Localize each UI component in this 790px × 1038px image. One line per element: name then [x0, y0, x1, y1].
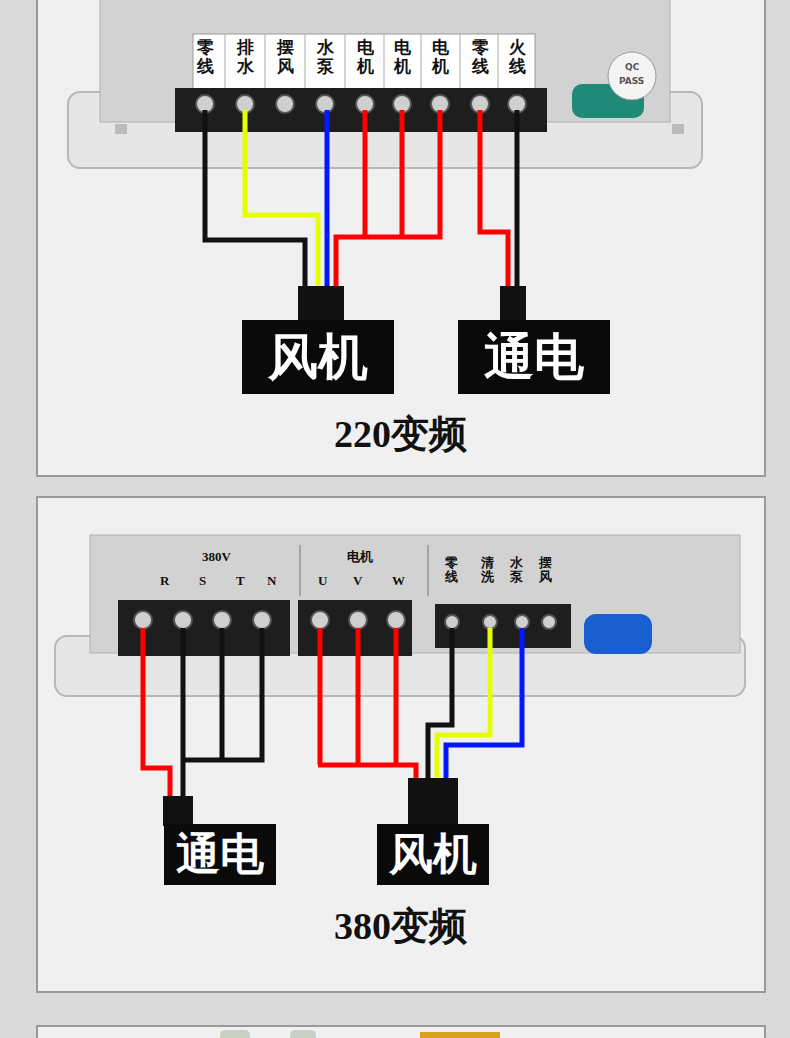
- panel-caption: 220变频: [334, 414, 467, 456]
- box-label: 风机: [268, 327, 368, 387]
- terminal-name: 电机: [347, 550, 373, 564]
- terminal-label: 清洗: [481, 556, 494, 585]
- terminal-name: PASS: [619, 77, 644, 87]
- terminal-label: 零线: [445, 556, 458, 585]
- box-label: 通电: [484, 327, 584, 387]
- terminal-name: W: [392, 574, 405, 588]
- terminal-label: 水泵: [317, 39, 334, 76]
- terminal-name: S: [199, 574, 206, 588]
- panel-caption: 380变频: [334, 906, 467, 948]
- terminal-label: 摆风: [277, 39, 294, 76]
- terminal-name: U: [318, 574, 327, 588]
- terminal-label: 电机: [432, 39, 449, 76]
- terminal-box: 通电: [164, 824, 276, 885]
- terminal-name: R: [160, 574, 169, 588]
- terminal-name: 380V: [202, 550, 231, 564]
- box-label: 通电: [176, 828, 264, 881]
- terminal-box: 风机: [377, 824, 489, 885]
- terminal-name: QC: [625, 63, 639, 73]
- terminal-label: 电机: [394, 39, 411, 76]
- terminal-name: N: [267, 574, 276, 588]
- box-label: 风机: [389, 828, 477, 881]
- terminal-label: 零线: [472, 39, 489, 76]
- terminal-name: V: [353, 574, 362, 588]
- terminal-name: T: [236, 574, 245, 588]
- terminal-label: 火线: [509, 39, 526, 76]
- terminal-box: 风机: [242, 320, 394, 394]
- terminal-label: 水泵: [510, 556, 523, 585]
- terminal-label: 摆风: [539, 556, 552, 585]
- terminal-label: 排水: [237, 39, 254, 76]
- terminal-label: 零线: [197, 39, 214, 76]
- terminal-box: 通电: [458, 320, 610, 394]
- terminal-label: 电机: [357, 39, 374, 76]
